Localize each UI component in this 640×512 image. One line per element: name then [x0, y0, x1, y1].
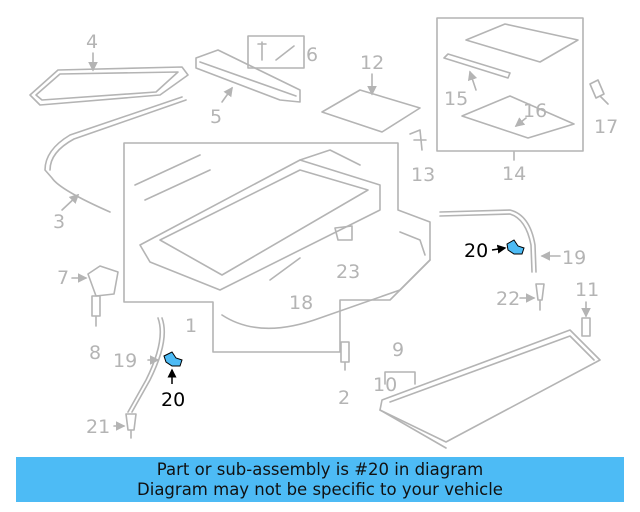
callout-13: 13 — [411, 164, 435, 186]
banner-line-2: Diagram may not be specific to your vehi… — [137, 480, 503, 499]
callout-2: 2 — [338, 387, 350, 409]
callout-11: 11 — [575, 279, 599, 301]
part-4-frame-seal[interactable] — [29, 52, 189, 106]
part-17-clip[interactable] — [589, 79, 609, 105]
callout-9: 9 — [392, 339, 404, 361]
callout-4: 4 — [86, 31, 98, 53]
part-20-clip-right[interactable] — [491, 239, 525, 255]
part-11-bolt[interactable] — [581, 301, 591, 337]
part-12-panel[interactable] — [321, 73, 421, 133]
callout-14: 14 — [502, 163, 526, 185]
part-9-sunshade[interactable] — [379, 329, 601, 449]
callout-19-right: 19 — [562, 247, 586, 269]
callout-1: 1 — [185, 315, 197, 337]
callout-19-left: 19 — [113, 350, 137, 372]
callout-8: 8 — [89, 342, 101, 364]
part-5-front-rail[interactable] — [195, 49, 301, 103]
callout-5: 5 — [210, 106, 222, 128]
part-22-grommet[interactable] — [519, 283, 545, 311]
callout-10: 10 — [373, 374, 397, 396]
callout-20-left: 20 — [161, 389, 185, 411]
part-19-drain-hose-right[interactable] — [439, 209, 561, 273]
callout-17: 17 — [594, 116, 618, 138]
part-2-bolt[interactable] — [340, 341, 350, 371]
callout-18: 18 — [289, 292, 313, 314]
part-1-sunroof-frame[interactable] — [123, 142, 431, 353]
part-3-weatherstrip[interactable] — [44, 96, 187, 213]
callout-20-right: 20 — [464, 240, 488, 262]
part-6-screw-clip[interactable] — [247, 35, 305, 69]
part-14-glass-assembly[interactable] — [436, 17, 584, 161]
callout-21: 21 — [86, 416, 110, 438]
callout-6: 6 — [306, 44, 318, 66]
callout-7: 7 — [57, 267, 69, 289]
part-20-clip-left[interactable] — [163, 351, 183, 384]
part-7-motor[interactable] — [71, 265, 119, 297]
part-8-bolt[interactable] — [91, 295, 101, 327]
part-21-grommet[interactable] — [113, 413, 137, 439]
callout-22: 22 — [496, 288, 520, 310]
callout-16: 16 — [523, 100, 547, 122]
callout-15: 15 — [444, 88, 468, 110]
callout-23: 23 — [336, 261, 360, 283]
part-13-bolt[interactable] — [409, 129, 427, 151]
part-19-drain-hose-left[interactable] — [127, 317, 166, 413]
info-banner: Part or sub-assembly is #20 in diagram D… — [16, 457, 624, 502]
banner-line-1: Part or sub-assembly is #20 in diagram — [156, 460, 484, 479]
callout-3: 3 — [53, 211, 65, 233]
callout-12: 12 — [360, 52, 384, 74]
